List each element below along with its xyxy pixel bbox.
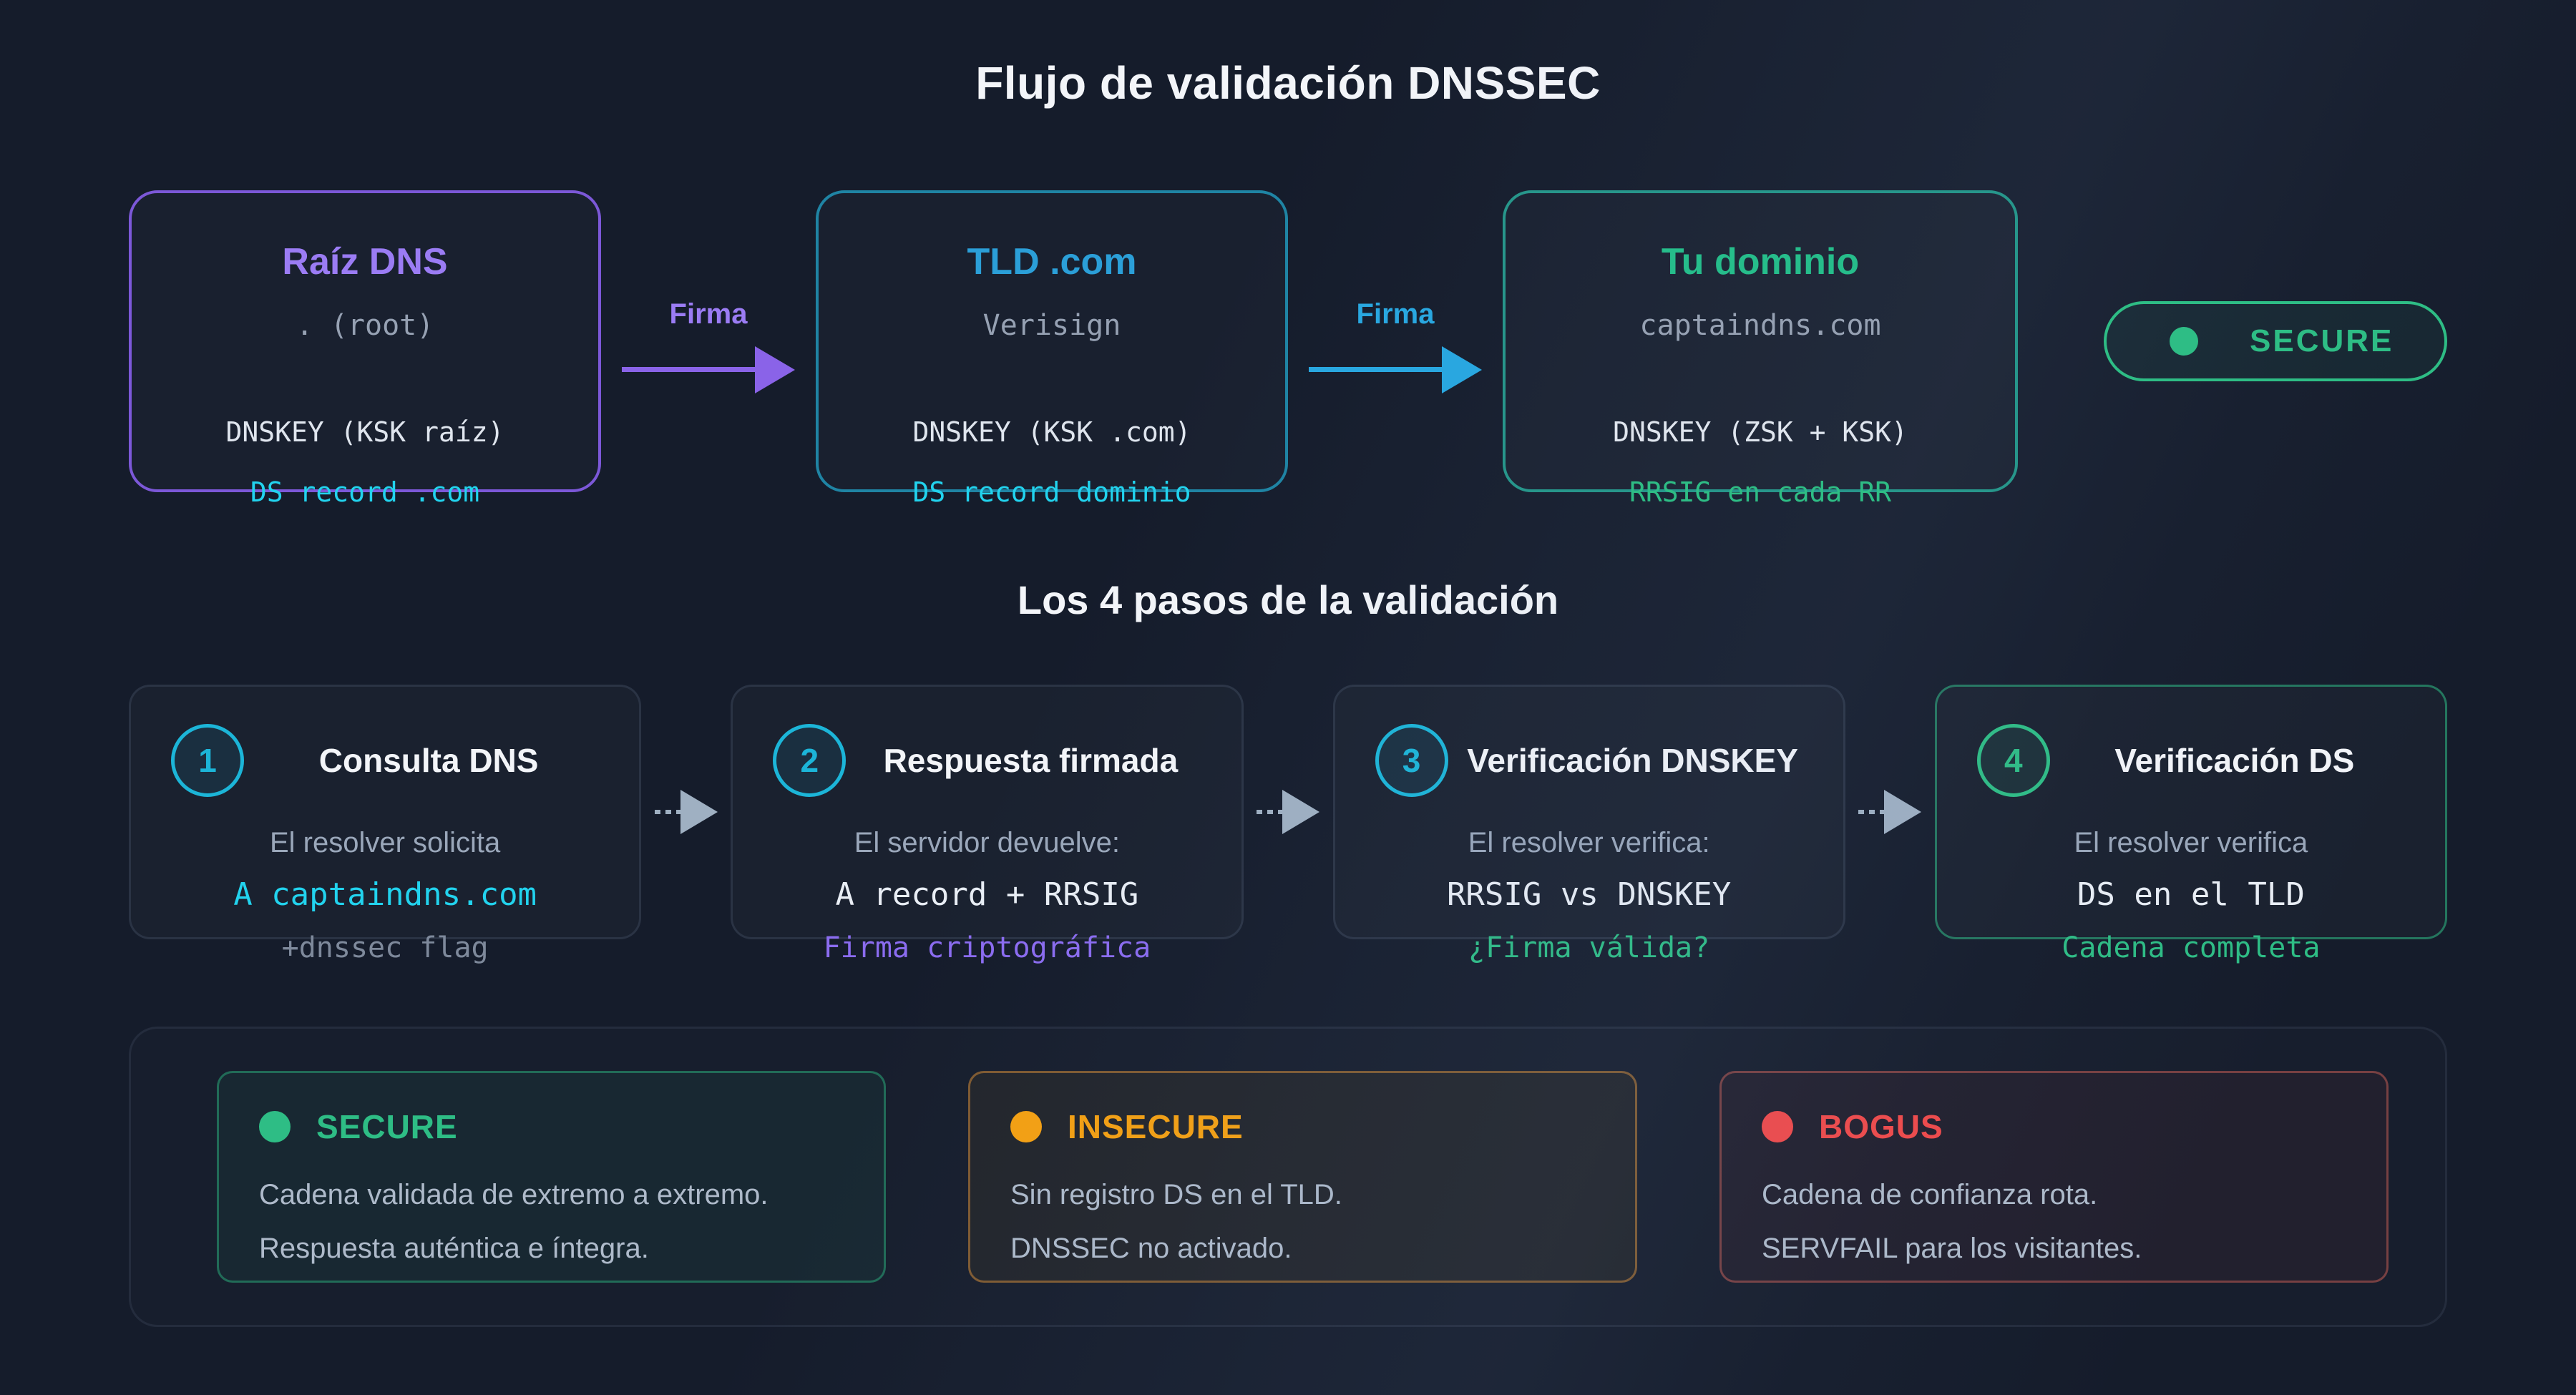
status-dot-icon bbox=[1762, 1111, 1793, 1142]
node-subtitle: Verisign bbox=[982, 309, 1121, 342]
step-number-badge: 3 bbox=[1375, 724, 1448, 797]
status-label: BOGUS bbox=[1819, 1108, 1943, 1145]
arrow-label: Firma bbox=[669, 298, 748, 330]
step-note: +dnssec flag bbox=[281, 931, 489, 964]
node-dnskey-record: DNSKEY (KSK .com) bbox=[912, 416, 1191, 448]
step-number-badge: 4 bbox=[1976, 724, 2050, 797]
step-description: El servidor devuelve: bbox=[854, 827, 1121, 858]
step-number-badge: 2 bbox=[773, 724, 847, 797]
node-ds-record: DS record dominio bbox=[912, 476, 1191, 508]
node-ds-record: DS record .com bbox=[250, 476, 480, 508]
signature-arrow-root-to-tld: Firma bbox=[601, 298, 816, 393]
node-subtitle: captaindns.com bbox=[1639, 309, 1881, 342]
status-description: Sin registro DS en el TLD. bbox=[1010, 1179, 1342, 1210]
node-title: Tu dominio bbox=[1661, 241, 1860, 283]
step-description: El resolver verifica: bbox=[1468, 827, 1710, 858]
secure-status-badge: SECURE bbox=[2104, 301, 2447, 381]
status-dot-icon bbox=[2170, 327, 2198, 356]
step-title: Consulta DNS bbox=[318, 742, 539, 779]
step-title: Respuesta firmada bbox=[883, 742, 1179, 779]
trust-chain-row: Raíz DNS . (root) DNSKEY (KSK raíz) DS r… bbox=[129, 190, 2447, 508]
step-title: Verificación DS bbox=[2114, 742, 2355, 779]
status-card-insecure: INSECURE Sin registro DS en el TLD. DNSS… bbox=[968, 1071, 1637, 1283]
step-card-3: 3 Verificación DNSKEY El resolver verifi… bbox=[1332, 685, 1845, 964]
validation-steps-row: 1 Consulta DNS El resolver solicita A ca… bbox=[129, 685, 2447, 964]
node-dnskey-record: DNSKEY (ZSK + KSK) bbox=[1613, 416, 1908, 448]
step-title: Verificación DNSKEY bbox=[1467, 742, 1798, 779]
arrow-right-icon bbox=[622, 346, 795, 393]
chain-node-domain: Tu dominio captaindns.com DNSKEY (ZSK + … bbox=[1503, 190, 2018, 508]
node-title: TLD .com bbox=[967, 241, 1137, 283]
step-card-4: 4 Verificación DS El resolver verifica D… bbox=[1934, 685, 2447, 964]
node-subtitle: . (root) bbox=[296, 309, 434, 342]
page-title: Flujo de validación DNSSEC bbox=[975, 57, 1601, 109]
step-description: El resolver verifica bbox=[2074, 827, 2308, 858]
status-description: Respuesta auténtica e íntegra. bbox=[259, 1233, 649, 1264]
status-label: INSECURE bbox=[1068, 1108, 1244, 1145]
secure-badge-label: SECURE bbox=[2250, 323, 2394, 358]
status-dot-icon bbox=[259, 1111, 291, 1142]
status-dot-icon bbox=[1010, 1111, 1042, 1142]
step-record: RRSIG vs DNSKEY bbox=[1446, 876, 1732, 913]
step-note: Cadena completa bbox=[2062, 931, 2321, 964]
chain-node-root: Raíz DNS . (root) DNSKEY (KSK raíz) DS r… bbox=[129, 190, 601, 508]
status-description: Cadena validada de extremo a extremo. bbox=[259, 1179, 769, 1210]
arrow-label: Firma bbox=[1356, 298, 1435, 330]
step-card-1: 1 Consulta DNS El resolver solicita A ca… bbox=[129, 685, 642, 964]
step-arrow-icon bbox=[1845, 685, 1935, 939]
status-label: SECURE bbox=[316, 1108, 458, 1145]
step-card-2: 2 Respuesta firmada El servidor devuelve… bbox=[731, 685, 1244, 964]
step-arrow-icon bbox=[1244, 685, 1333, 939]
node-title: Raíz DNS bbox=[282, 241, 448, 283]
step-record: DS en el TLD bbox=[2077, 876, 2305, 913]
arrow-right-icon bbox=[1309, 346, 1482, 393]
step-note: ¿Firma válida? bbox=[1468, 931, 1710, 964]
status-description: SERVFAIL para los visitantes. bbox=[1762, 1233, 2142, 1264]
node-dnskey-record: DNSKEY (KSK raíz) bbox=[225, 416, 504, 448]
step-description: El resolver solicita bbox=[269, 827, 501, 858]
status-description: DNSSEC no activado. bbox=[1010, 1233, 1292, 1264]
status-card-secure: SECURE Cadena validada de extremo a extr… bbox=[217, 1071, 886, 1283]
status-legend-panel: SECURE Cadena validada de extremo a extr… bbox=[129, 1027, 2447, 1327]
steps-section-title: Los 4 pasos de la validación bbox=[1017, 577, 1559, 622]
step-record: A captaindns.com bbox=[233, 876, 537, 913]
step-record: A record + RRSIG bbox=[835, 876, 1139, 913]
step-arrow-icon bbox=[641, 685, 731, 939]
status-description: Cadena de confianza rota. bbox=[1762, 1179, 2098, 1210]
signature-arrow-tld-to-domain: Firma bbox=[1288, 298, 1503, 393]
step-note: Firma criptográfica bbox=[823, 931, 1151, 964]
chain-node-tld: TLD .com Verisign DNSKEY (KSK .com) DS r… bbox=[816, 190, 1288, 508]
node-rrsig-record: RRSIG en cada RR bbox=[1629, 476, 1892, 508]
step-number-badge: 1 bbox=[171, 724, 244, 797]
status-card-bogus: BOGUS Cadena de confianza rota. SERVFAIL… bbox=[1719, 1071, 2389, 1283]
